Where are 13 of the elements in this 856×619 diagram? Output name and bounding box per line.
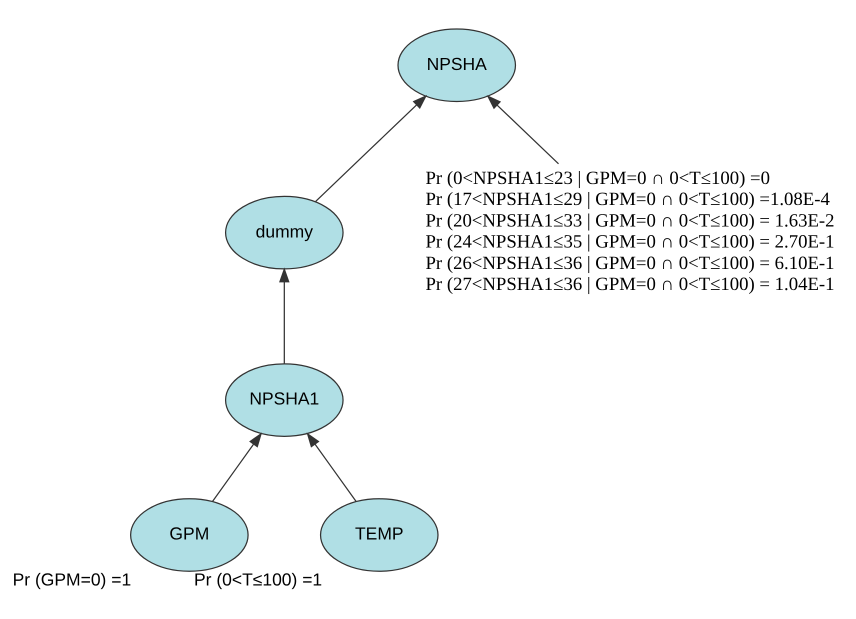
arrow <box>306 432 357 502</box>
node-ellipse: GPM <box>130 498 249 572</box>
arrow <box>315 94 428 202</box>
arrow <box>486 95 559 164</box>
node-label: Pr (GPM=0) =1 <box>12 569 132 590</box>
node-ellipse: TEMP <box>320 498 439 572</box>
node-ellipse: NPSHA <box>397 28 516 102</box>
node-label: Pr (0<T≤100) =1 <box>194 569 322 590</box>
arrow <box>212 432 262 502</box>
node-ellipse: dummy <box>224 196 344 270</box>
node-ellipse: NPSHA1 <box>224 363 344 437</box>
node-text: Pr (0<NPSHA1≤23 | GPM=0 ∩ 0<T≤100) =0 Pr (17<NPSHA1≤29 | GPM=0 ∩ 0<T≤100) =1.08E-4 Pr (20<NPSHA1≤33 | GPM=0 ∩ 0<T≤100) = 1.63E-2 Pr (24<NPSHA1≤35 | GPM=0 ∩ 0<T≤100) = 2.70E-1 Pr (26<NPSHA1≤36 | GPM=0 ∩ 0<T≤100) = 6.10E-1 Pr (27<NPSHA1≤36 | GPM=0 ∩ 0<T≤100) = 1.04E-1 <box>426 168 835 296</box>
arrow <box>279 267 290 364</box>
